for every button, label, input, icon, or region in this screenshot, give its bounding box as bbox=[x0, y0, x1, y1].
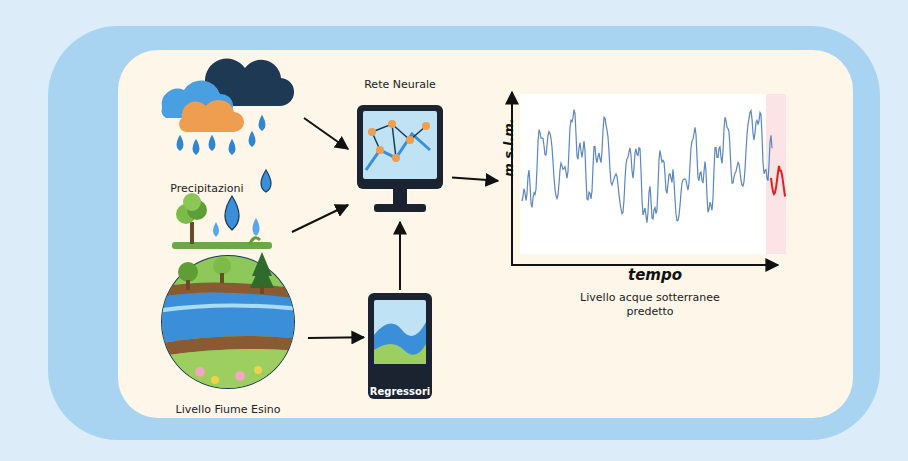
river-landscape-icon-part bbox=[254, 366, 262, 374]
monitor-icon-part bbox=[406, 136, 414, 144]
monitor-icon-part bbox=[393, 189, 407, 205]
node-label: Precipitazioni bbox=[152, 182, 302, 195]
regressor-wave-icon-part bbox=[368, 293, 432, 399]
river-landscape-icon-part bbox=[211, 376, 219, 384]
rain-clouds-icon-part bbox=[178, 118, 264, 153]
line-chart-part bbox=[522, 110, 772, 223]
river-landscape-icon-part-part bbox=[150, 250, 310, 400]
flow-arrow bbox=[399, 222, 401, 290]
monitor-icon-part bbox=[388, 120, 396, 128]
river-node: Livello Fiume Esino bbox=[150, 250, 306, 416]
monitor-icon-part bbox=[368, 128, 376, 136]
neural-network-node: Rete Neurale bbox=[350, 78, 450, 220]
node-label: Regressori bbox=[366, 386, 434, 400]
flow-arrow bbox=[452, 177, 498, 180]
river-landscape-icon-part-part bbox=[150, 349, 310, 400]
node-label: m s.l.m. bbox=[501, 118, 516, 178]
tree-water-icon-part bbox=[183, 193, 201, 211]
monitor-icon-part bbox=[392, 154, 400, 162]
river-landscape-icon-part bbox=[250, 252, 274, 288]
node-label: Rete Neurale bbox=[350, 78, 450, 91]
tree-water-icon-part bbox=[190, 222, 194, 244]
river-landscape-icon-part bbox=[235, 371, 245, 381]
river-landscape-icon bbox=[150, 250, 310, 400]
node-label: tempo bbox=[610, 266, 700, 284]
river-landscape-icon-part-part bbox=[150, 305, 310, 312]
river-landscape-icon-part bbox=[220, 273, 224, 283]
background-part bbox=[118, 50, 853, 418]
line-chart-part bbox=[512, 92, 778, 265]
chart-node: m s.l.m. tempoLivello acque sotterranee p… bbox=[500, 88, 792, 326]
tree-water-icon-part bbox=[172, 242, 272, 249]
river-landscape-icon-part bbox=[260, 286, 264, 294]
river-landscape-icon-part-part bbox=[150, 283, 310, 301]
regressor-wave-icon-part bbox=[374, 344, 426, 364]
regressor-box: Regressori bbox=[366, 292, 434, 400]
background-part bbox=[48, 26, 880, 440]
line-chart-part bbox=[771, 166, 785, 197]
monitor-icon-part bbox=[357, 105, 443, 189]
monitor-icon-part bbox=[376, 146, 384, 154]
river-landscape-icon-part bbox=[213, 257, 231, 275]
flow-arrow bbox=[304, 118, 348, 149]
monitor-icon bbox=[357, 105, 443, 212]
regressor-wave-icon-part bbox=[374, 300, 426, 364]
monitor-icon-part bbox=[372, 124, 426, 158]
input-icon-node: Precipitazioni bbox=[152, 55, 302, 195]
line-chart-part bbox=[520, 94, 785, 254]
regressor-wave-icon-part bbox=[374, 322, 426, 364]
river-landscape-icon-part bbox=[150, 250, 310, 400]
monitor-icon-part bbox=[363, 111, 437, 179]
river-landscape-icon-part bbox=[195, 367, 205, 377]
line-chart bbox=[512, 92, 786, 265]
tree-water-icon bbox=[172, 193, 272, 249]
tree-water-icon-part bbox=[253, 218, 260, 236]
input-arrow bbox=[292, 205, 348, 232]
rain-clouds-icon-part bbox=[261, 170, 271, 192]
rain-clouds-icon-part bbox=[179, 100, 244, 132]
river-landscape-icon-part bbox=[186, 280, 190, 290]
tree-water-icon-part bbox=[250, 238, 260, 244]
regressor-wave-icon bbox=[368, 293, 432, 399]
river-landscape-icon-part bbox=[178, 262, 198, 282]
node-label: Livello acque sotterranee predetto bbox=[570, 291, 730, 319]
tree-water-icon-part bbox=[225, 196, 239, 230]
flow-arrow bbox=[308, 336, 364, 339]
monitor-icon-part bbox=[374, 204, 426, 212]
node-label: Livello Fiume Esino bbox=[150, 403, 306, 416]
monitor-icon-part bbox=[422, 122, 430, 130]
tree-water-icon-part bbox=[213, 222, 219, 237]
rain-clouds-icon bbox=[161, 59, 294, 192]
